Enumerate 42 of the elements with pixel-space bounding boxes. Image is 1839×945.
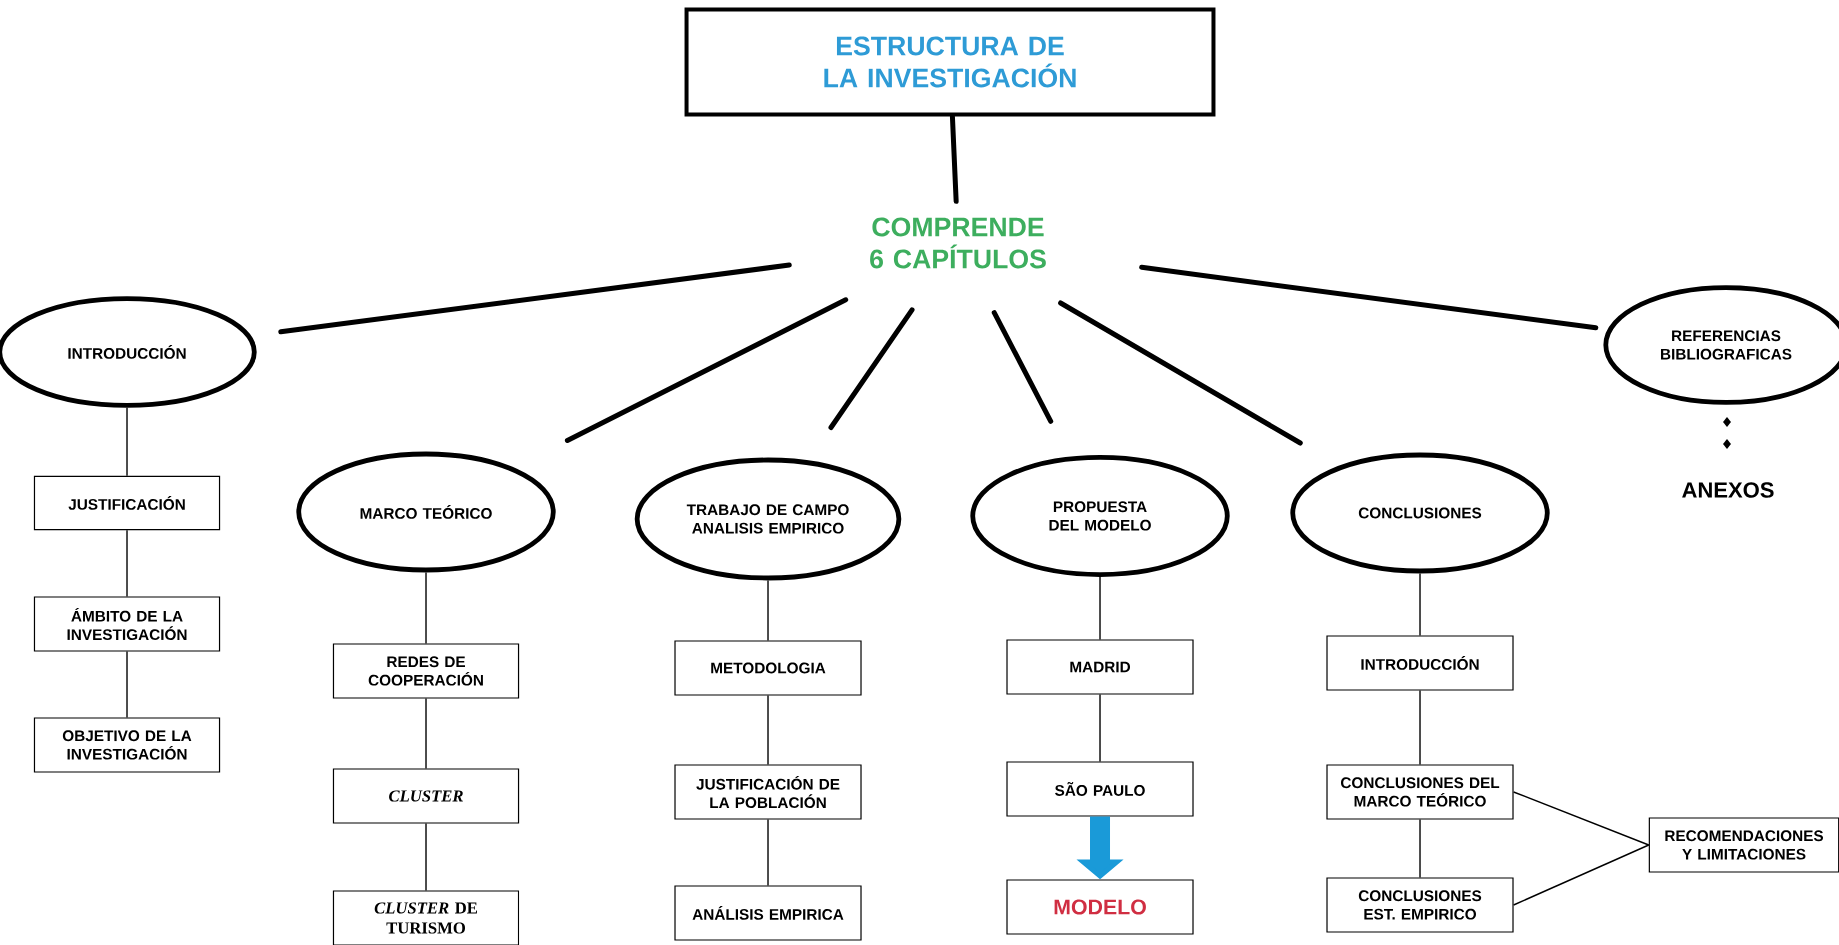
connector-line	[425, 822, 427, 892]
connector-line	[767, 818, 769, 887]
connector-line	[126, 650, 128, 719]
connector-line	[425, 697, 427, 770]
topic-box: JUSTIFICACIÓN	[33, 475, 221, 531]
topic-box: INTRODUCCIÓN	[1326, 635, 1514, 691]
topic-box: ANÁLISIS EMPIRICA	[674, 885, 862, 941]
connector-line	[1512, 844, 1650, 906]
central-text: COMPRENDE 6 CAPÍTULOS	[870, 217, 1046, 269]
topic-box: CLUSTER DE TURISMO	[332, 890, 520, 945]
connector-line	[1099, 576, 1101, 641]
connector-line	[991, 310, 1054, 424]
connector-line	[425, 571, 427, 645]
result-box: MODELO	[1006, 879, 1194, 935]
connector-line	[949, 114, 959, 204]
topic-box: RECOMENDACIONES Y LIMITACIONES	[1648, 817, 1839, 873]
connector-line	[564, 297, 849, 443]
connector-line	[126, 407, 128, 477]
topic-box: JUSTIFICACIÓN DE LA POBLACIÓN	[674, 764, 862, 820]
connector-line	[767, 579, 769, 642]
title-box: ESTRUCTURA DE LA INVESTIGACIÓN	[684, 7, 1216, 117]
topic-box: CONCLUSIONES DEL MARCO TEÓRICO	[1326, 764, 1514, 820]
connector-line	[1419, 689, 1421, 766]
connector-line	[1419, 818, 1421, 879]
connector-line	[1419, 572, 1421, 637]
topic-box: CONCLUSIONES EST. EMPIRICO	[1326, 877, 1514, 933]
connector-line	[1058, 300, 1303, 446]
connector-line	[1512, 791, 1650, 846]
connector-line	[126, 529, 128, 598]
topic-box: CLUSTER	[332, 768, 520, 824]
topic-box: REDES DE COOPERACIÓN	[332, 643, 520, 699]
connector-line	[1099, 693, 1101, 763]
topic-box: MADRID	[1006, 639, 1194, 695]
connector-line	[278, 262, 792, 335]
topic-box: OBJETIVO DE LA INVESTIGACIÓN	[33, 717, 221, 773]
connector-line	[767, 694, 769, 766]
topic-box: ÁMBITO DE LA INVESTIGACIÓN	[33, 596, 221, 652]
topic-box: SÃO PAULO	[1006, 761, 1194, 817]
annex-label: ANEXOS	[1682, 482, 1774, 498]
connector-line	[828, 307, 915, 431]
topic-box: METODOLOGIA	[674, 640, 862, 696]
connector-line	[1139, 264, 1599, 331]
